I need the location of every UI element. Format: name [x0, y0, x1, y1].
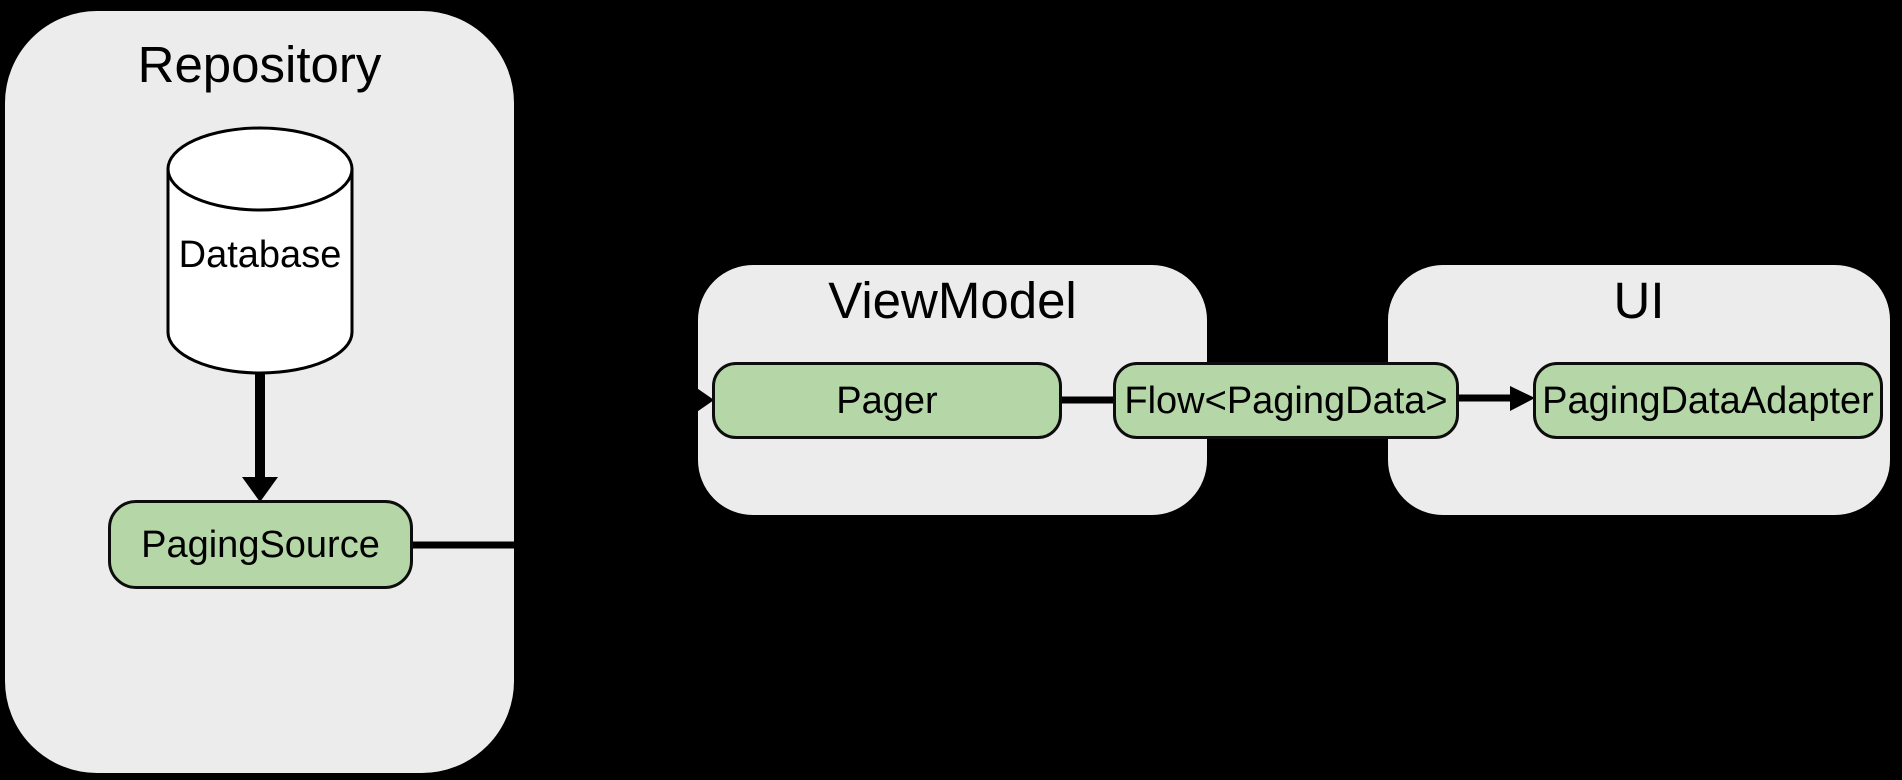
node-paging-source-label: PagingSource	[141, 523, 380, 566]
database-cylinder-top	[166, 126, 354, 212]
node-flow-paging-data: Flow<PagingData>	[1113, 362, 1459, 439]
database-cylinder	[166, 126, 354, 375]
pagingsource-to-pager-connector	[413, 384, 714, 549]
node-paging-data-adapter: PagingDataAdapter	[1533, 362, 1883, 439]
node-paging-source: PagingSource	[108, 500, 413, 589]
repository-panel-title: Repository	[137, 36, 382, 93]
node-pager: Pager	[712, 362, 1062, 439]
database-cylinder-label: Database	[178, 234, 342, 276]
flow-to-adapter-arrow	[1456, 386, 1535, 411]
database-to-pagingsource-arrow	[242, 372, 278, 502]
node-paging-data-adapter-label: PagingDataAdapter	[1542, 379, 1874, 422]
ui-panel-title: UI	[1613, 272, 1665, 329]
node-pager-label: Pager	[836, 379, 938, 422]
viewmodel-panel-title: ViewModel	[828, 272, 1077, 329]
node-flow-paging-data-label: Flow<PagingData>	[1124, 379, 1448, 422]
